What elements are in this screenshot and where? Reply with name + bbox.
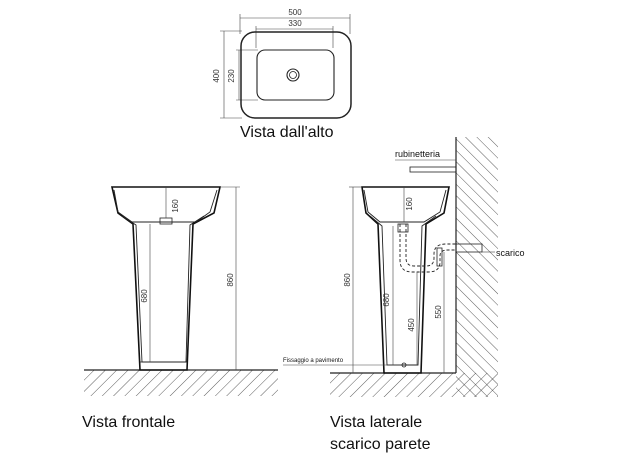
front-drain (159, 217, 173, 225)
side-basin-outline (361, 186, 450, 374)
side-dim-bowl-depth: 160 (405, 197, 414, 211)
front-dim-bowl-depth: 160 (171, 199, 180, 213)
side-dim-inner-height: 680 (382, 293, 391, 307)
side-view-caption-line1: Vista laterale (330, 414, 422, 431)
front-view-caption: Vista frontale (82, 414, 175, 431)
wall-drain-outlet (455, 243, 483, 253)
side-dim-drain-height-a: 450 (407, 318, 416, 332)
front-dim-total-height: 860 (226, 273, 235, 287)
side-view: rubinetteria scarico Fissaggio a pavimen… (283, 137, 525, 453)
drain-outer-circle (286, 68, 300, 82)
wall-hatch (456, 137, 498, 397)
drain-label: scarico (496, 248, 525, 258)
dim-depth-outer: 400 (212, 69, 221, 83)
side-view-caption-line2: scarico parete (330, 436, 431, 453)
dim-width-inner: 330 (288, 19, 302, 28)
basin-inner-bowl (256, 49, 335, 101)
floor-hatch-front (84, 370, 278, 396)
faucet-label: rubinetteria (395, 149, 440, 159)
side-drain (397, 223, 409, 233)
top-view: 500 330 400 230 Vista dall'alto (212, 8, 352, 141)
side-bowl-inner (363, 189, 447, 223)
top-view-caption: Vista dall'alto (240, 124, 334, 141)
dim-depth-inner: 230 (227, 69, 236, 83)
side-pedestal-inner (369, 215, 437, 366)
side-dim-drain-height-b: 550 (434, 305, 443, 319)
front-bowl-inner (113, 189, 218, 223)
floor-fixing-point (401, 362, 407, 368)
front-view: 160 680 860 Vista frontale (82, 186, 278, 431)
dim-width-outer: 500 (288, 8, 302, 17)
side-dim-total-height: 860 (343, 273, 352, 287)
basin-outer-rim (240, 31, 352, 119)
drain-pipe-inner (405, 224, 456, 267)
front-dim-inner-height: 680 (140, 289, 149, 303)
faucet-shelf (409, 166, 457, 173)
floor-hatch-side (330, 373, 498, 397)
drain-inner-circle (289, 71, 297, 79)
floor-fixing-label: Fissaggio a pavimento (283, 358, 344, 364)
